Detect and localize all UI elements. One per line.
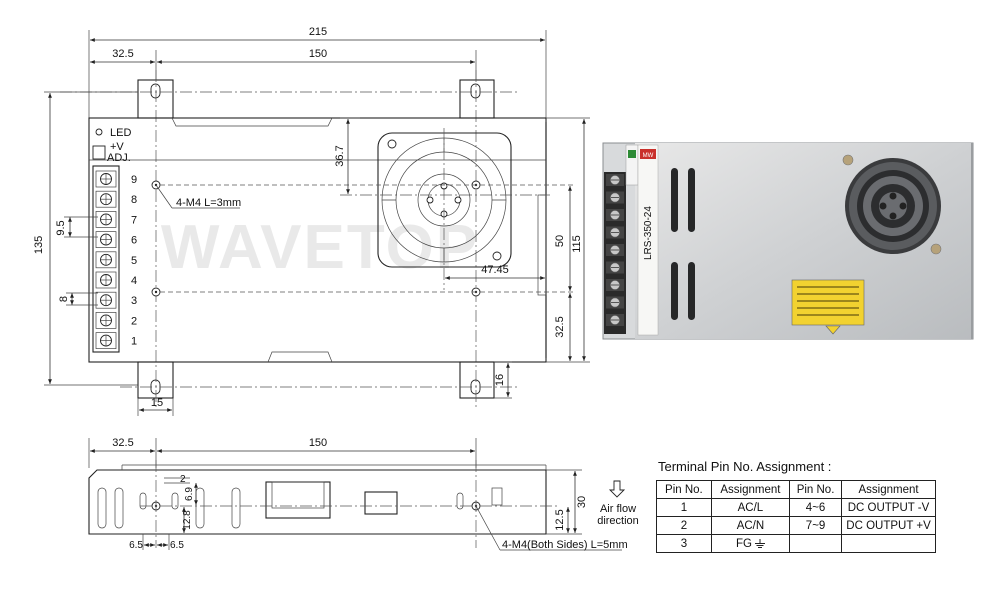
dim-terminal-pitch: 9.5 [55, 220, 67, 235]
side-dim-slot-12-8: 12.8 [182, 510, 193, 530]
airflow-label-2: direction [597, 515, 639, 527]
terminal-screw [95, 312, 117, 329]
table-cell: FG [710, 534, 791, 553]
dim-overall-height: 135 [33, 236, 45, 254]
table-cell: AC/N [710, 516, 791, 535]
table-cell: DC OUTPUT +V [841, 516, 936, 535]
dim-bracket-width: 15 [151, 397, 163, 409]
side-vent-slots [97, 487, 464, 529]
side-dim-6-5-b: 6.5 [170, 540, 184, 551]
vadj-label-1: +V [110, 141, 124, 153]
dim-mount-spacing: 50 [554, 235, 566, 247]
fg-label: FG [735, 537, 752, 550]
side-view: 32.5 150 2 6.9 12.8 [88, 437, 639, 551]
terminal-screw [95, 231, 117, 248]
side-dim-hole-spacing: 150 [309, 437, 327, 449]
side-dim-slot-6-9: 6.9 [184, 487, 195, 501]
table-cell: 3 [656, 534, 712, 553]
header-pin-no-1: Pin No. [656, 480, 712, 499]
mount-hole-note: 4-M4 L=3mm [176, 197, 241, 209]
table-cell: AC/L [710, 498, 791, 517]
table-row: 1 AC/L 4~6 DC OUTPUT -V [656, 498, 936, 517]
dim-fan-offset: 36.7 [334, 145, 346, 166]
side-window-small [364, 491, 398, 515]
terminal-number: 7 [131, 214, 137, 226]
side-mount-hole-note: 4-M4(Both Sides) L=5mm [502, 539, 628, 551]
airflow-label-1: Air flow [600, 503, 636, 515]
header-assignment-2: Assignment [841, 480, 936, 499]
table-cell: DC OUTPUT -V [841, 498, 936, 517]
table-header-row: Pin No. Assignment Pin No. Assignment [656, 480, 936, 499]
table-row: 3 FG [656, 534, 936, 553]
voltage-adjust-pot-icon [92, 145, 106, 160]
watermark-text: WAVETOP [161, 213, 479, 282]
terminal-number: 1 [131, 336, 137, 348]
top-view: WAVETOP 215 32.5 150 [33, 26, 590, 416]
table-cell [789, 534, 843, 553]
header-assignment-1: Assignment [710, 480, 791, 499]
terminal-screw [95, 251, 117, 269]
table-row: 2 AC/N 7~9 DC OUTPUT +V [656, 516, 936, 535]
vent-slots [671, 168, 695, 320]
table-cell: 4~6 [789, 498, 843, 517]
terminal-number: 5 [131, 255, 137, 267]
side-window-large [265, 481, 331, 519]
terminal-screw [95, 271, 117, 289]
terminal-number: 4 [131, 275, 137, 287]
terminal-table-title: Terminal Pin No. Assignment : [658, 459, 832, 474]
terminal-number: 3 [131, 295, 137, 307]
terminal-screw [95, 170, 117, 188]
table-cell: 2 [656, 516, 712, 535]
terminal-pin-assignment: Terminal Pin No. Assignment : Pin No. As… [656, 459, 946, 553]
dim-fan-center: 47.45 [481, 264, 509, 276]
side-body-outline [88, 469, 547, 535]
terminal-block [92, 165, 120, 353]
model-label: LRS-350-24 [643, 206, 654, 260]
terminal-screw [95, 211, 117, 228]
dim-terminal-width: 8 [58, 296, 70, 302]
spec-label [637, 144, 659, 336]
airflow-arrow-icon [608, 480, 626, 498]
terminal-screw [95, 332, 117, 349]
brand-label: MW [643, 153, 654, 159]
side-dim-6-5-a: 6.5 [129, 540, 143, 551]
side-dim-slot-2: 2 [180, 474, 186, 485]
table-cell: 7~9 [789, 516, 843, 535]
dim-hole-spacing: 150 [309, 48, 327, 60]
terminal-screw [95, 291, 117, 309]
terminal-screws [95, 170, 117, 349]
dim-bottom-offset: 32.5 [554, 316, 566, 337]
led-indicator-icon [95, 128, 103, 136]
dim-overall-width: 215 [309, 26, 327, 38]
terminal-number: 9 [131, 174, 137, 186]
header-pin-no-2: Pin No. [789, 480, 843, 499]
table-cell [841, 534, 936, 553]
side-dim-height: 30 [576, 496, 588, 508]
dim-left-offset: 32.5 [112, 48, 133, 60]
terminal-number: 6 [131, 235, 137, 247]
terminal-number: 8 [131, 194, 137, 206]
side-dim-left-offset: 32.5 [112, 437, 133, 449]
terminal-screw [95, 190, 117, 208]
dim-bracket-height: 16 [494, 374, 506, 386]
table-cell: 1 [656, 498, 712, 517]
led-label: LED [110, 127, 131, 139]
side-dim-hole-height: 12.5 [554, 509, 566, 530]
terminal-number: 2 [131, 315, 137, 327]
dim-inner-height: 115 [571, 235, 583, 253]
product-photo: MW LRS-350-24 [602, 142, 974, 340]
vadj-label-2: ADJ. [107, 152, 131, 164]
ground-icon [754, 538, 765, 548]
terminal-table: Pin No. Assignment Pin No. Assignment 1 … [656, 480, 936, 553]
